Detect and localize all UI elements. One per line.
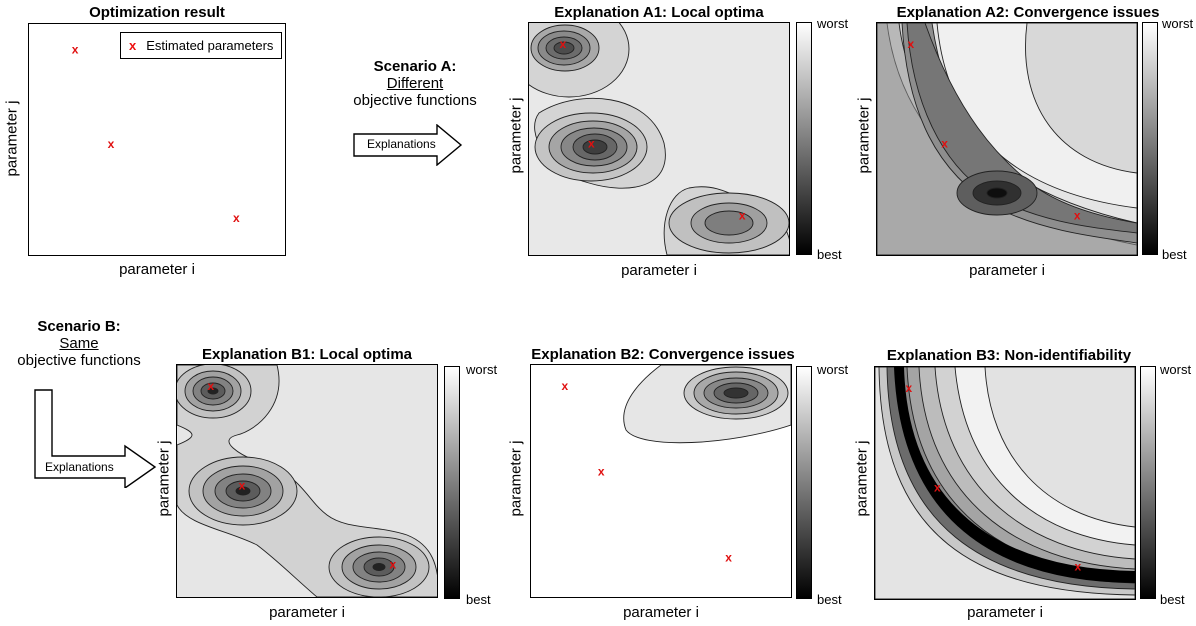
colorbar-b2 — [796, 366, 812, 599]
estimated-parameter-marker: x — [108, 137, 115, 151]
estimated-parameter-marker: x — [239, 479, 246, 493]
scenario-b-rest: objective functions — [17, 352, 141, 369]
xlabel-b1: parameter i — [269, 604, 345, 621]
panel-title-b1: Explanation B1: Local optima — [201, 346, 413, 363]
scenario-a-rest: objective functions — [353, 92, 477, 109]
markers-a2: x x x — [907, 37, 1081, 223]
estimated-parameter-marker: x — [561, 379, 568, 393]
legend-label: Estimated parameters — [146, 38, 274, 53]
colorbar-a1-bottom: best — [817, 247, 842, 262]
estimated-parameter-marker: x — [725, 551, 732, 565]
estimated-parameter-marker: x — [739, 209, 746, 223]
estimated-parameter-marker: x — [905, 381, 912, 395]
estimated-parameter-marker: x — [907, 37, 914, 51]
ylabel-optimization: parameter j — [3, 100, 21, 177]
colorbar-b1-bottom: best — [466, 592, 491, 607]
panel-title-b3: Explanation B3: Non-identifiability — [886, 347, 1132, 364]
plot-b1: x x x — [176, 364, 438, 598]
contour-b3 — [875, 367, 1135, 599]
scenario-b-block: Scenario B: Same objective functions — [4, 318, 154, 369]
arrow-label-b: Explanations — [45, 460, 114, 474]
colorbar-b3-bottom: best — [1160, 592, 1185, 607]
legend: x Estimated parameters — [120, 32, 283, 59]
arrow-bent-icon — [34, 389, 157, 488]
arrow-label-a: Explanations — [367, 137, 436, 151]
colorbar-a1 — [796, 22, 812, 255]
panel-title-a2: Explanation A2: Convergence issues — [896, 4, 1160, 21]
estimated-parameter-marker: x — [588, 137, 595, 151]
contour-a2 — [877, 23, 1137, 255]
markers-b3: x x x — [905, 381, 1081, 574]
contour-b1 — [177, 365, 437, 597]
xlabel-a1: parameter i — [621, 262, 697, 279]
scenario-b-underlined: Same — [59, 335, 99, 352]
scenario-b-title: Scenario B: — [37, 318, 121, 335]
contour-b2 — [623, 365, 791, 444]
estimated-parameter-marker: x — [72, 42, 79, 56]
ylabel-b3: parameter j — [853, 440, 871, 517]
panel-title-a1: Explanation A1: Local optima — [554, 4, 764, 21]
colorbar-b3-top: worst — [1160, 362, 1192, 377]
estimated-parameter-marker: x — [1074, 560, 1081, 574]
colorbar-b2-bottom: best — [817, 592, 842, 607]
ylabel-a2: parameter j — [855, 97, 873, 174]
colorbar-a2-top: worst — [1162, 16, 1194, 31]
panel-title-optimization: Optimization result — [89, 4, 225, 21]
colorbar-b2-top: worst — [817, 362, 849, 377]
plot-b3: x x x — [874, 366, 1136, 600]
colorbar-a2-bottom: best — [1162, 247, 1187, 262]
colorbar-b3 — [1140, 366, 1156, 599]
plot-a2: x x x — [876, 22, 1138, 256]
plot-optimization: x x x x Estimated parameters — [28, 23, 286, 256]
ylabel-a1: parameter j — [507, 97, 525, 174]
xlabel-b2: parameter i — [623, 604, 699, 621]
contour-a1 — [529, 23, 789, 255]
colorbar-a1-top: worst — [817, 16, 849, 31]
markers-optimization: x x x — [72, 42, 240, 225]
ylabel-b1: parameter j — [155, 440, 173, 517]
estimated-parameter-marker: x — [207, 379, 214, 393]
scenario-a-block: Scenario A: Different objective function… — [350, 58, 480, 109]
arrow-right-icon — [353, 124, 463, 166]
scenario-a-title: Scenario A: — [373, 58, 457, 75]
estimated-parameter-marker: x — [941, 137, 948, 151]
colorbar-b1 — [444, 366, 460, 599]
markers-b2: x x x — [561, 379, 732, 565]
ylabel-b2: parameter j — [507, 440, 525, 517]
estimated-parameter-marker: x — [233, 211, 240, 225]
colorbar-a2 — [1142, 22, 1158, 255]
xlabel-b3: parameter i — [967, 604, 1043, 621]
estimated-parameter-marker: x — [934, 481, 941, 495]
scenario-a-underlined: Different — [386, 75, 444, 92]
estimated-parameter-marker: x — [1074, 209, 1081, 223]
colorbar-b1-top: worst — [466, 362, 498, 377]
estimated-parameter-marker: x — [389, 558, 396, 572]
markers-b1: x x x — [207, 379, 396, 572]
xlabel-optimization: parameter i — [119, 261, 195, 278]
plot-a1: x x x — [528, 22, 790, 256]
plot-b2: x x x — [530, 364, 792, 598]
marker-legend-icon: x — [129, 38, 137, 53]
estimated-parameter-marker: x — [598, 465, 605, 479]
xlabel-a2: parameter i — [969, 262, 1045, 279]
estimated-parameter-marker: x — [559, 37, 566, 51]
markers-a1: x x x — [559, 37, 746, 223]
panel-title-b2: Explanation B2: Convergence issues — [531, 346, 795, 363]
